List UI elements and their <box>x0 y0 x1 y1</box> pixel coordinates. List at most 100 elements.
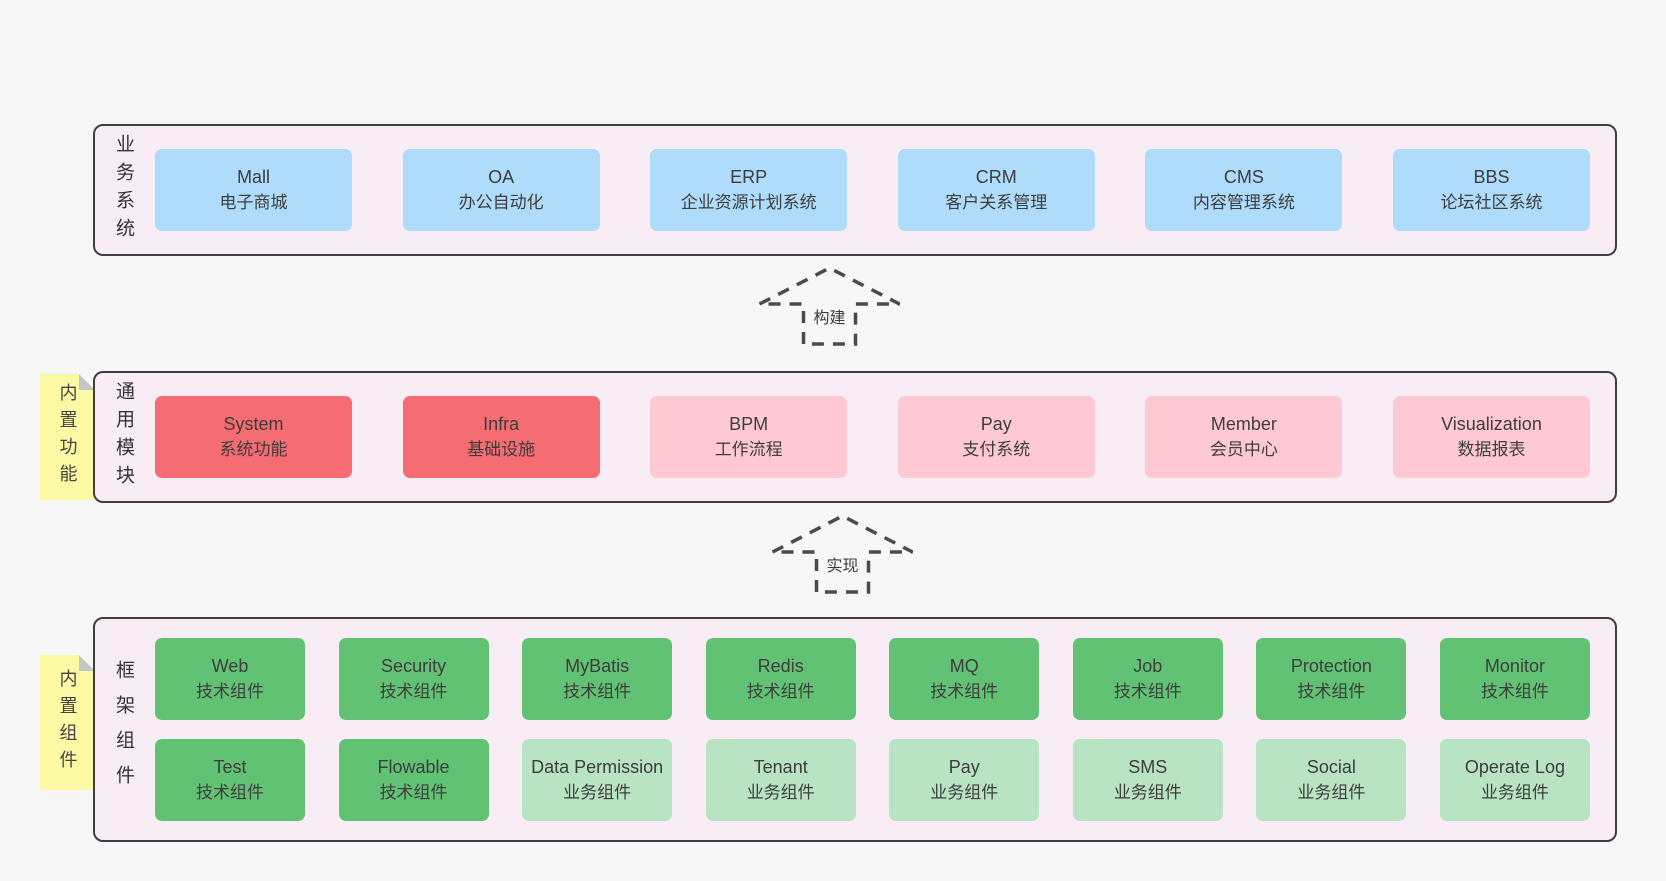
box-subtitle: 客户关系管理 <box>945 192 1048 212</box>
dashed-up-arrow-icon <box>758 266 901 346</box>
box-title: Data Permission <box>531 757 664 778</box>
business-boxes: Mall 电子商城 OA 办公自动化 ERP 企业资源计划系统 CRM 客户关系管理 CMS 内容… <box>155 126 1590 254</box>
box-visualization: Visualization 数据报表 <box>1392 396 1590 478</box>
box-redis: Redis 技术组件 <box>705 638 856 720</box>
box-title: Security <box>381 656 447 677</box>
box-title: Social <box>1306 757 1356 778</box>
box-protection: Protection 技术组件 <box>1256 638 1407 720</box>
section-label-business: 业务系统 <box>113 134 134 246</box>
box-title: OA <box>488 167 515 188</box>
box-title: Operate Log <box>1464 757 1565 778</box>
box-sms: SMS 业务组件 <box>1072 739 1223 821</box>
box-security: Security 技术组件 <box>338 638 489 720</box>
arrow-build-label: 构建 <box>809 304 850 328</box>
box-pay: Pay 业务组件 <box>889 739 1040 821</box>
box-title: MyBatis <box>565 656 630 677</box>
box-title: MQ <box>949 656 979 677</box>
box-subtitle: 业务组件 <box>563 782 632 802</box>
box-social: Social 业务组件 <box>1256 739 1407 821</box>
dashed-up-arrow-icon <box>771 514 914 594</box>
box-title: ERP <box>730 167 768 188</box>
box-title: CRM <box>975 167 1017 188</box>
box-subtitle: 支付系统 <box>962 439 1031 459</box>
box-bpm: BPM 工作流程 <box>650 396 848 478</box>
box-subtitle: 基础设施 <box>467 439 536 459</box>
box-subtitle: 技术组件 <box>379 681 448 701</box>
box-title: System <box>223 414 284 435</box>
box-title: Mall <box>236 167 270 188</box>
box-cms: CMS 内容管理系统 <box>1145 149 1343 231</box>
box-member: Member 会员中心 <box>1145 396 1343 478</box>
box-pay: Pay 支付系统 <box>897 396 1095 478</box>
box-subtitle: 数据报表 <box>1457 439 1526 459</box>
box-subtitle: 内容管理系统 <box>1192 192 1295 212</box>
box-web: Web 技术组件 <box>155 638 305 720</box>
box-subtitle: 技术组件 <box>196 782 264 802</box>
box-test: Test 技术组件 <box>155 739 305 821</box>
box-subtitle: 技术组件 <box>1113 681 1182 701</box>
box-operate-log: Operate Log 业务组件 <box>1439 739 1590 821</box>
box-erp: ERP 企业资源计划系统 <box>650 149 848 231</box>
box-title: BPM <box>729 414 769 435</box>
box-subtitle: 技术组件 <box>1297 681 1366 701</box>
box-subtitle: 会员中心 <box>1209 439 1278 459</box>
box-subtitle: 业务组件 <box>1297 782 1366 802</box>
box-title: CMS <box>1223 167 1264 188</box>
box-subtitle: 技术组件 <box>379 782 448 802</box>
box-title: Protection <box>1290 656 1372 677</box>
box-title: Flowable <box>377 757 450 778</box>
section-label-modules: 通用模块 <box>113 381 134 493</box>
box-oa: OA 办公自动化 <box>402 149 600 231</box>
arrow-build: 构建 <box>757 264 902 350</box>
arrow-implement: 实现 <box>770 512 915 598</box>
box-subtitle: 业务组件 <box>930 782 999 802</box>
arrow-implement-label: 实现 <box>822 552 863 576</box>
box-subtitle: 工作流程 <box>714 439 783 459</box>
box-infra: Infra 基础设施 <box>402 396 600 478</box>
box-row: Mall 电子商城 OA 办公自动化 ERP 企业资源计划系统 CRM 客户关系管理 CMS 内容… <box>155 149 1590 231</box>
box-title: Pay <box>980 414 1012 435</box>
box-data-permission: Data Permission 业务组件 <box>522 739 673 821</box>
box-subtitle: 技术组件 <box>746 681 815 701</box>
box-subtitle: 技术组件 <box>196 681 264 701</box>
box-subtitle: 办公自动化 <box>458 192 544 212</box>
section-business-systems: 业务系统 Mall 电子商城 OA 办公自动化 ERP 企业资源计划系统 CRM 客户关系管理… <box>93 124 1617 256</box>
box-title: Infra <box>483 414 520 435</box>
box-mall: Mall 电子商城 <box>155 149 352 231</box>
box-flowable: Flowable 技术组件 <box>338 739 489 821</box>
box-title: Member <box>1210 414 1277 435</box>
sticky-note-text: 内置组件 <box>57 668 78 777</box>
box-subtitle: 业务组件 <box>1480 782 1549 802</box>
box-title: SMS <box>1128 757 1168 778</box>
box-subtitle: 技术组件 <box>930 681 999 701</box>
box-title: Redis <box>757 656 804 677</box>
box-title: BBS <box>1473 167 1510 188</box>
box-mq: MQ 技术组件 <box>889 638 1040 720</box>
box-subtitle: 业务组件 <box>1113 782 1182 802</box>
box-subtitle: 企业资源计划系统 <box>680 192 817 212</box>
box-subtitle: 技术组件 <box>563 681 632 701</box>
box-title: Pay <box>948 757 980 778</box>
box-subtitle: 电子商城 <box>219 192 288 212</box>
section-label-components: 框架组件 <box>113 659 134 800</box>
sticky-note-built-in-features: 内置功能 <box>40 374 95 500</box>
box-title: Test <box>213 757 247 778</box>
box-title: Web <box>211 656 249 677</box>
box-subtitle: 技术组件 <box>1480 681 1549 701</box>
box-crm: CRM 客户关系管理 <box>897 149 1095 231</box>
sticky-note-text: 内置功能 <box>57 383 78 491</box>
box-title: Visualization <box>1441 414 1542 435</box>
box-row: Test 技术组件 Flowable 技术组件 Data Permission 业务组件 T… <box>155 739 1590 821</box>
sticky-note-built-in-components: 内置组件 <box>40 655 95 790</box>
box-mybatis: MyBatis 技术组件 <box>522 638 673 720</box>
